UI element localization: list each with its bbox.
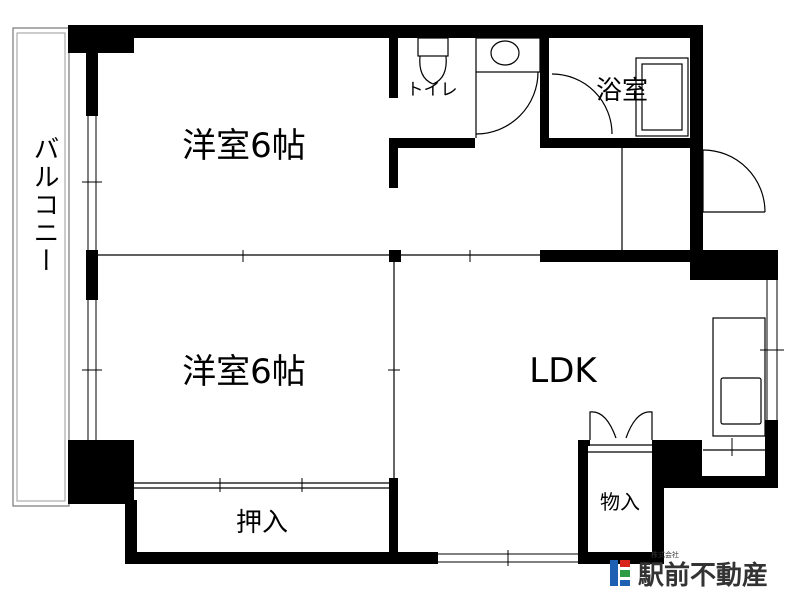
- toilet-fixture: [417, 37, 541, 138]
- entrance-door: [702, 149, 766, 213]
- interior-walls: [389, 38, 693, 564]
- storage-doors: [589, 411, 653, 440]
- company-logo: 株式会社 駅前不動産: [610, 550, 768, 591]
- balcony-area: [12, 27, 70, 507]
- company-name: 駅前不動産: [638, 560, 768, 591]
- partitions: [98, 148, 765, 489]
- room-label-western-2: 洋室6帖: [182, 352, 306, 392]
- tick-marks: [82, 181, 784, 492]
- room-label-balcony: バルコニー: [29, 135, 59, 275]
- kitchen-counter: [712, 317, 766, 437]
- company-type: 株式会社: [651, 550, 679, 559]
- logo-mark-icon: [610, 560, 630, 586]
- room-label-bath: 浴室: [596, 76, 648, 106]
- room-label-ldk: LDK: [529, 351, 598, 391]
- room-label-western-1: 洋室6帖: [182, 126, 306, 166]
- exterior-walls: [68, 25, 778, 564]
- room-label-storage: 物入: [600, 490, 640, 514]
- room-label-closet: 押入: [236, 508, 288, 538]
- bath-fixture: [551, 57, 689, 137]
- room-label-toilet: トイレ: [407, 80, 458, 100]
